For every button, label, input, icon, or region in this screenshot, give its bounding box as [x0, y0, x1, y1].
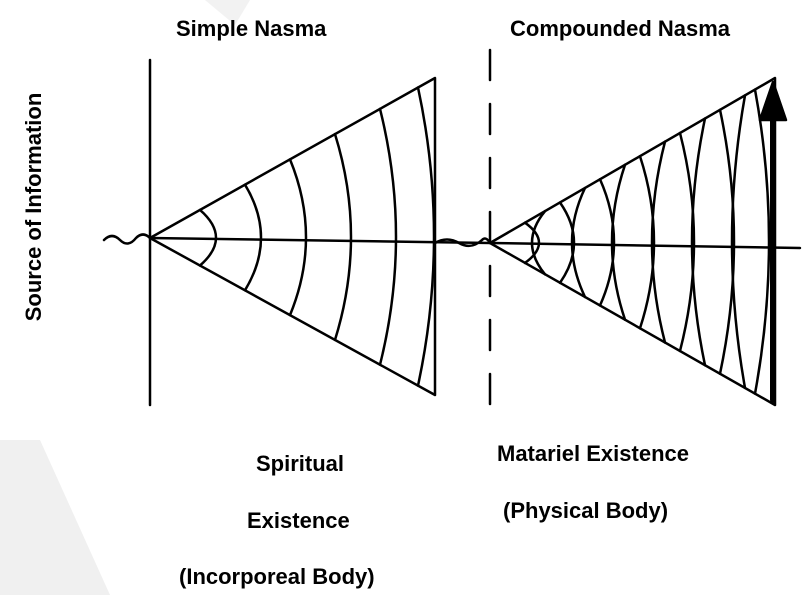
simple-nasma-figure	[102, 58, 492, 407]
left-source-wave	[102, 233, 152, 245]
simple-wave-arc	[416, 86, 436, 387]
compounded-forward-wave-arc	[678, 131, 696, 353]
right-axis-line	[488, 241, 802, 250]
spiritual-caption-line-1: Spiritual	[256, 451, 345, 476]
source-of-information-label: Source of Information	[21, 92, 46, 322]
compounded-forward-wave-arc	[558, 201, 576, 285]
middle-wave	[433, 237, 492, 248]
simple-nasma-title: Simple Nasma	[176, 16, 327, 41]
simple-wave-arc	[378, 107, 398, 366]
watermark-shape-top	[205, 0, 250, 25]
simple-wave-arc	[198, 208, 218, 267]
simple-wave-arc	[243, 183, 263, 292]
compounded-forward-wave-arc	[523, 221, 541, 265]
watermark-shape	[0, 440, 110, 595]
compounded-backward-wave-arc	[650, 140, 667, 344]
compounded-nasma-title: Compounded Nasma	[510, 16, 731, 41]
spiritual-caption-line-3: (Incorporeal Body)	[179, 564, 375, 589]
compounded-backward-wave-arc	[530, 209, 547, 276]
upward-arrow-head	[758, 80, 788, 122]
material-caption-line-2: (Physical Body)	[503, 498, 669, 523]
simple-wave-arc	[288, 158, 308, 317]
compounded-backward-wave-arc	[690, 117, 707, 367]
compounded-backward-wave-arc	[730, 94, 747, 390]
left-cone	[148, 76, 437, 397]
material-caption-line-1: Matariel Existence	[497, 441, 689, 466]
compounded-forward-wave-arc	[753, 88, 771, 395]
compounded-nasma-figure	[433, 48, 802, 417]
compounded-forward-wave-arc	[598, 178, 616, 307]
compounded-backward-wave-arc	[610, 163, 627, 321]
compounded-forward-wave-arc	[638, 154, 656, 330]
simple-wave-arc	[333, 132, 353, 342]
compounded-backward-wave-arc	[570, 186, 587, 299]
compounded-forward-wave-arc	[718, 108, 736, 375]
spiritual-caption-line-2: Existence	[247, 508, 350, 533]
